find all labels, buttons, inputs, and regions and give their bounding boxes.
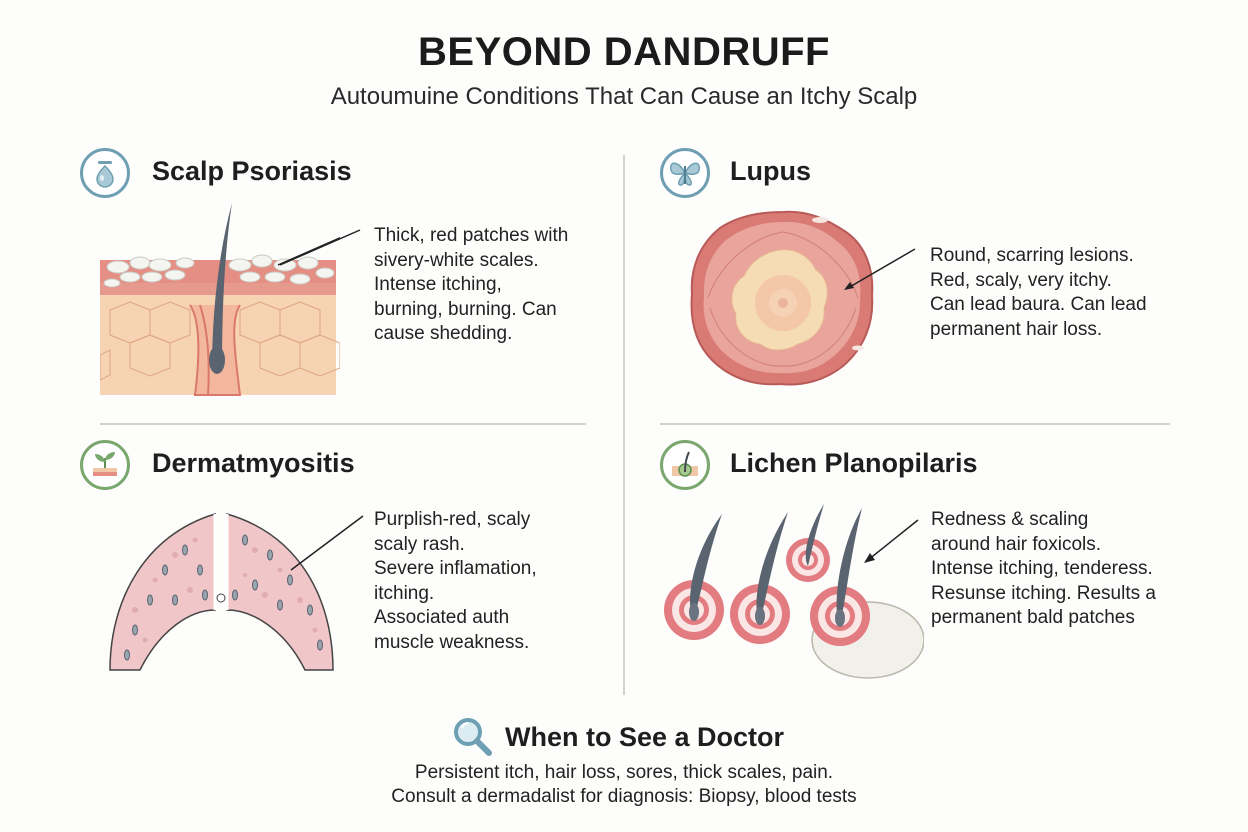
pointer-line — [279, 229, 361, 266]
section-title: Lichen Planopilaris — [730, 448, 978, 478]
description-line: scaly rash. — [374, 533, 465, 555]
lupus-lesion-illustration — [690, 210, 874, 386]
description-line: Associated auth — [374, 607, 510, 628]
dermatomyositis-rash-illustration — [109, 512, 334, 671]
description-line: muscle weakness. — [374, 631, 530, 653]
droplet-icon — [80, 148, 130, 198]
description-line: burning, burning. Can — [374, 298, 557, 320]
horizontal-divider-right — [660, 423, 1170, 425]
description-line: sivery-white scales. — [374, 249, 539, 271]
description-line: permanent hair loss. — [930, 318, 1103, 340]
pointer-line — [864, 519, 919, 563]
section-description: Purplish-red, scaly scaly rash. Severe i… — [374, 508, 537, 655]
sprout-icon — [80, 440, 130, 490]
description-line: Round, scarring lesions. — [930, 245, 1134, 266]
butterfly-icon — [660, 148, 710, 198]
section-description: Redness & scaling around hair foxicols. … — [931, 508, 1156, 631]
description-line: Severe inflamation, — [374, 558, 537, 579]
section-title: Scalp Psoriasis — [152, 156, 352, 186]
doctor-text-line-2: Consult a dermadalist for diagnosis: Bio… — [391, 786, 857, 807]
description-line: Thick, red patches with — [374, 225, 569, 246]
section-description: Round, scarring lesions. Red, scaly, ver… — [930, 244, 1147, 342]
description-line: itching. — [374, 582, 435, 604]
section-description: Thick, red patches with sivery-white sca… — [374, 224, 568, 347]
description-line: permanent bald patches — [931, 607, 1135, 628]
description-line: around hair foxicols. — [931, 533, 1102, 555]
section-title: Dermatmyositis — [152, 448, 355, 478]
pointer-line — [290, 515, 364, 571]
pointer-line — [844, 248, 916, 290]
psoriasis-skin-illustration — [100, 203, 340, 396]
doctor-title: When to See a Doctor — [505, 722, 785, 752]
vertical-divider — [623, 155, 625, 695]
magnifier-icon — [454, 718, 492, 756]
description-line: Intense itching, tenderess. — [931, 558, 1153, 579]
page-subtitle: Autoumuine Conditions That Can Cause an … — [330, 83, 918, 110]
page-title: BEYOND DANDRUFF — [418, 30, 830, 74]
doctor-text-line-1: Persistent itch, hair loss, sores, thick… — [414, 762, 834, 783]
description-line: Resunse itching. Results a — [931, 582, 1156, 604]
description-line: cause shedding. — [374, 323, 513, 344]
horizontal-divider-left — [100, 423, 586, 425]
description-line: Red, scaly, very itchy. — [930, 269, 1112, 291]
section-title: Lupus — [730, 156, 811, 186]
hair-follicle-icon — [660, 440, 710, 490]
description-line: Can lead baura. Can lead — [930, 294, 1147, 315]
description-line: Intense itching, — [374, 274, 502, 295]
lichen-follicles-illustration — [664, 504, 924, 679]
description-line: Purplish-red, scaly — [374, 509, 531, 530]
description-line: Redness & scaling — [931, 509, 1089, 530]
